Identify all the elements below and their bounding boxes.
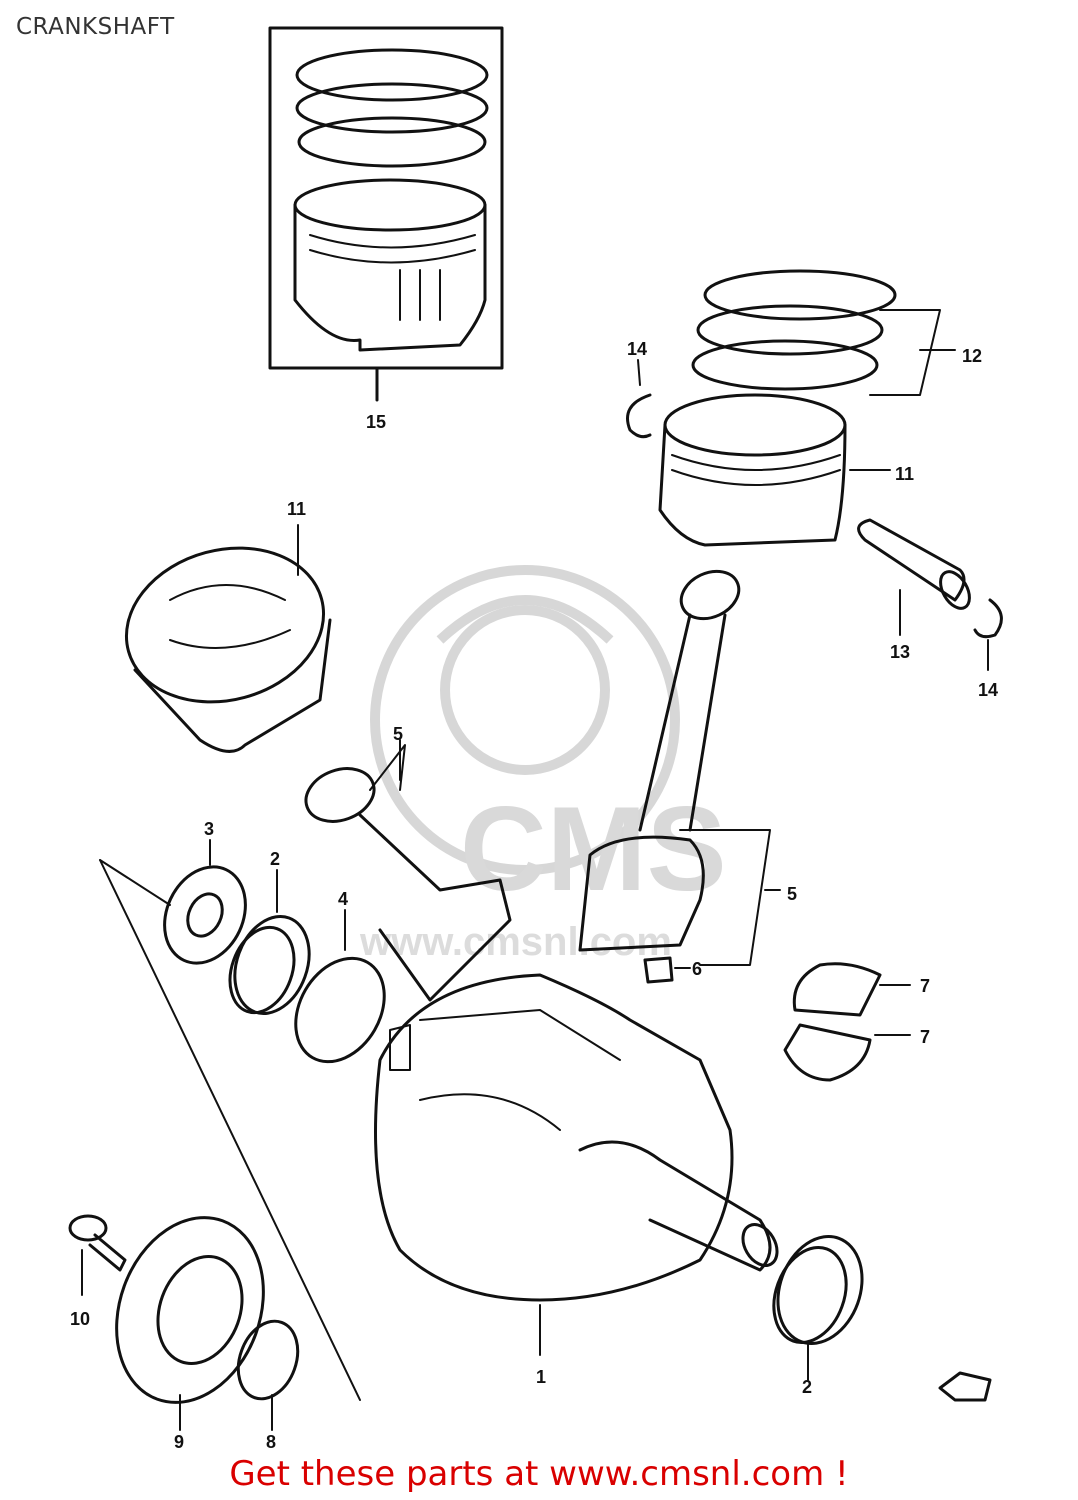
part-3-washer: [163, 839, 247, 965]
label-part-15: 15: [366, 412, 386, 432]
part-5-conrod-right: [578, 569, 781, 966]
part-8-gear: [236, 1319, 300, 1431]
part-6-nut: [643, 956, 691, 984]
label-part-11-right: 11: [895, 464, 914, 484]
footer-promo-link[interactable]: Get these parts at www.cmsnl.com !: [229, 1454, 849, 1494]
label-part-10: 10: [70, 1309, 90, 1329]
part-14-circlip-top: [626, 359, 652, 439]
label-part-5-right: 5: [787, 884, 797, 904]
label-part-8: 8: [266, 1432, 276, 1452]
label-part-4: 4: [338, 889, 348, 909]
label-part-7-bottom: 7: [920, 1027, 930, 1047]
label-part-9: 9: [174, 1432, 184, 1452]
page-title: CRANKSHAFT: [16, 14, 175, 40]
label-part-12: 12: [962, 346, 982, 366]
part-13-piston-pin: [857, 518, 971, 636]
label-part-3: 3: [204, 819, 214, 839]
part-7-bearings: [783, 962, 911, 1082]
label-part-11-left: 11: [287, 499, 306, 519]
part-1-crankshaft: [374, 973, 779, 1356]
label-part-14-top: 14: [627, 339, 647, 359]
part-9-gear: [115, 1216, 265, 1431]
part-14-circlip-right: [973, 598, 1003, 671]
part-10-bolt: [68, 1214, 127, 1296]
label-part-2-left: 2: [270, 849, 280, 869]
watermark-text: CMS: [460, 782, 727, 916]
watermark-logo: CMS www.cmsnl.com: [359, 565, 727, 964]
part-2-bearing-right: [772, 1235, 864, 1381]
label-part-5-left: 5: [393, 724, 403, 744]
part-4-shim: [294, 909, 386, 1064]
label-part-7-top: 7: [920, 976, 930, 996]
part-11-piston-right: [658, 393, 891, 547]
label-part-13: 13: [890, 642, 910, 662]
label-part-6: 6: [692, 959, 702, 979]
label-part-2-right: 2: [802, 1377, 812, 1397]
part-5-conrod-left: [304, 739, 512, 1002]
watermark-url: www.cmsnl.com: [359, 920, 672, 964]
front-arrow-icon: [938, 1371, 992, 1402]
part-2-bearing-left: [228, 869, 311, 1015]
label-part-1: 1: [536, 1367, 546, 1387]
part-12-piston-rings: [691, 269, 956, 396]
part-11-piston-left: [124, 524, 332, 753]
reference-line: [99, 859, 361, 1401]
part-15-piston-set: [268, 26, 504, 402]
label-part-14-right: 14: [978, 680, 998, 700]
